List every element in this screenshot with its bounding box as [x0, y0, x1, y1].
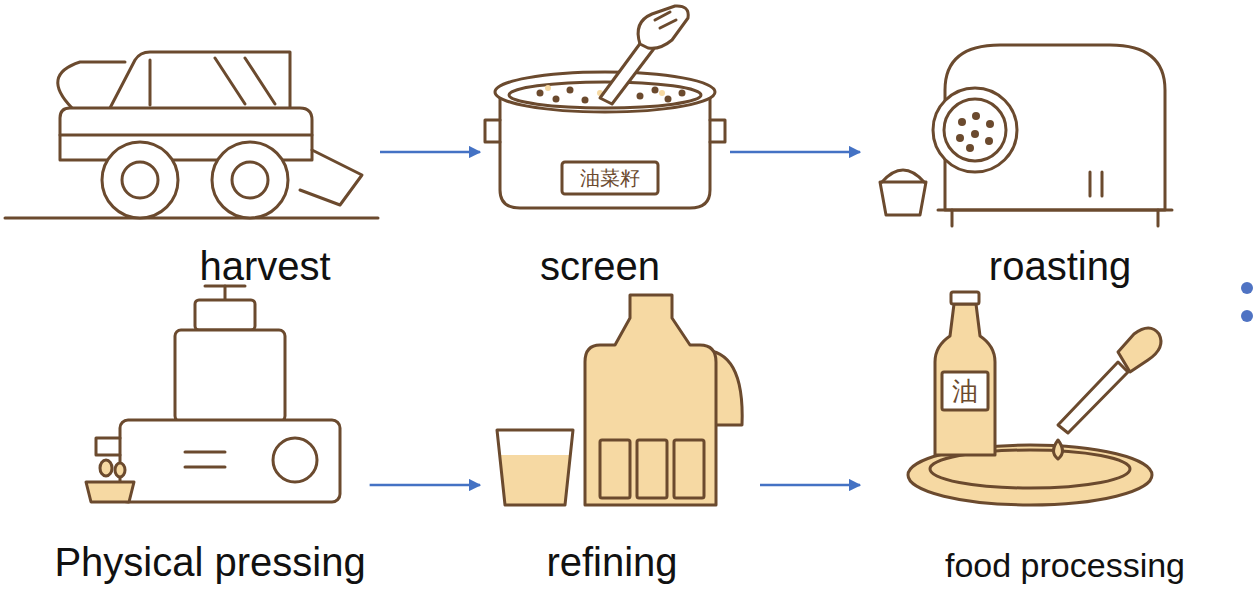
- flow-arrow: [380, 151, 480, 154]
- decor-dots-part: [1241, 282, 1253, 294]
- step-label: refining: [546, 538, 677, 586]
- step-label: food processing: [945, 545, 1185, 586]
- screening-pot-icon-part-part: [652, 87, 659, 94]
- roaster-icon-part-part: [956, 134, 964, 142]
- step-label: Physical pressing: [54, 538, 365, 586]
- roaster-icon-part: [882, 170, 924, 182]
- press-machine-icon: [86, 286, 340, 502]
- screening-pot-icon-part: [562, 162, 658, 194]
- roaster-icon-part-part: [986, 120, 994, 128]
- food-oil-icon-part: [1054, 440, 1063, 459]
- flow-arrow: [760, 484, 860, 487]
- press-machine-icon-part: [100, 460, 112, 476]
- press-machine-icon-part: [96, 438, 120, 455]
- food-oil-icon-part: [942, 372, 988, 410]
- roaster-icon-part: [956, 112, 994, 152]
- roaster-icon: [880, 45, 1172, 226]
- refined-oil-icon-part: [585, 295, 716, 505]
- step-label: roasting: [989, 242, 1131, 290]
- roaster-icon-part: [1157, 210, 1160, 226]
- screening-pot-icon-part-part: [567, 87, 574, 94]
- harvester-icon-part: [122, 162, 158, 198]
- step-label: harvest: [199, 242, 330, 290]
- harvester-icon-part: [300, 150, 362, 205]
- harvester-icon-part: [102, 142, 178, 218]
- screening-pot-icon: [485, 6, 725, 208]
- press-machine-icon-part: [224, 286, 227, 300]
- process-step: harvest: [10, 30, 380, 290]
- harvester-icon-part: [212, 142, 288, 218]
- press-machine-icon-part: [120, 420, 340, 502]
- press-machine-icon-part: [115, 463, 125, 477]
- process-step: roasting: [860, 30, 1200, 290]
- flow-arrow: [730, 151, 860, 154]
- food-oil-icon-part: [951, 292, 979, 304]
- harvester-icon-part: [110, 52, 290, 108]
- press-machine-icon-part: [86, 482, 134, 502]
- flow-arrow: [370, 484, 480, 487]
- process-step: Physical pressing: [40, 290, 370, 586]
- refined-oil-icon-part: [674, 440, 704, 498]
- roaster-icon-part: [880, 182, 926, 215]
- harvester-icon-part: [150, 58, 275, 105]
- process-step: food processing: [860, 290, 1230, 586]
- screening-pot-icon-part-part: [679, 90, 686, 97]
- press-machine-icon-part: [175, 330, 285, 422]
- press-machine-icon-part: [195, 300, 255, 330]
- harvester-icon-part: [5, 217, 378, 220]
- process-step: refining: [480, 290, 760, 586]
- roaster-icon-part: [1090, 172, 1102, 196]
- roaster-icon-part: [933, 88, 1017, 172]
- roaster-icon-part-part: [971, 130, 979, 138]
- screening-pot-icon-part-part: [553, 96, 560, 103]
- roaster-icon-part: [951, 210, 954, 226]
- screening-pot-icon-part-part: [537, 90, 544, 97]
- food-oil-icon-part: [1058, 362, 1128, 433]
- screening-pot-icon-part-part: [659, 90, 665, 96]
- roaster-icon-part-part: [966, 144, 974, 152]
- roaster-icon-part-part: [972, 112, 980, 120]
- icon-text: 油: [952, 377, 978, 406]
- harvester-icon-part: [60, 134, 312, 137]
- press-machine-icon-part: [273, 438, 317, 482]
- screening-pot-icon-part-part: [665, 96, 672, 103]
- harvester-icon-part: [232, 162, 268, 198]
- refined-oil-icon-part: [500, 455, 570, 505]
- roaster-icon-part: [938, 209, 1172, 212]
- roaster-icon-part-part: [958, 118, 966, 126]
- decor-dots: [1241, 282, 1253, 322]
- screening-pot-icon-part-part: [545, 85, 551, 91]
- harvester-icon: [5, 52, 378, 218]
- roaster-icon-part-part: [985, 137, 993, 145]
- press-machine-icon-part: [185, 466, 225, 469]
- screening-pot-icon-part-part: [637, 93, 644, 100]
- decor-dots-part: [1241, 310, 1253, 322]
- screening-pot-icon-part: [638, 6, 688, 48]
- roaster-icon-part: [944, 99, 1006, 161]
- screening-pot-icon-part: [655, 12, 676, 28]
- process-step: screen: [480, 30, 730, 290]
- food-oil-icon: [908, 292, 1161, 505]
- refined-oil-icon-part: [600, 440, 630, 498]
- refined-oil-icon-part: [637, 440, 667, 498]
- icon-text: 油菜籽: [580, 167, 640, 189]
- food-oil-icon-part: [935, 304, 995, 455]
- press-machine-icon-part: [185, 451, 225, 454]
- screening-pot-icon-part-part: [582, 97, 589, 104]
- food-oil-icon-part: [1118, 328, 1161, 372]
- screening-pot-icon-part: [485, 120, 725, 142]
- refined-oil-icon: [497, 295, 742, 505]
- step-label: screen: [540, 242, 660, 290]
- refined-oil-icon-part: [497, 430, 573, 505]
